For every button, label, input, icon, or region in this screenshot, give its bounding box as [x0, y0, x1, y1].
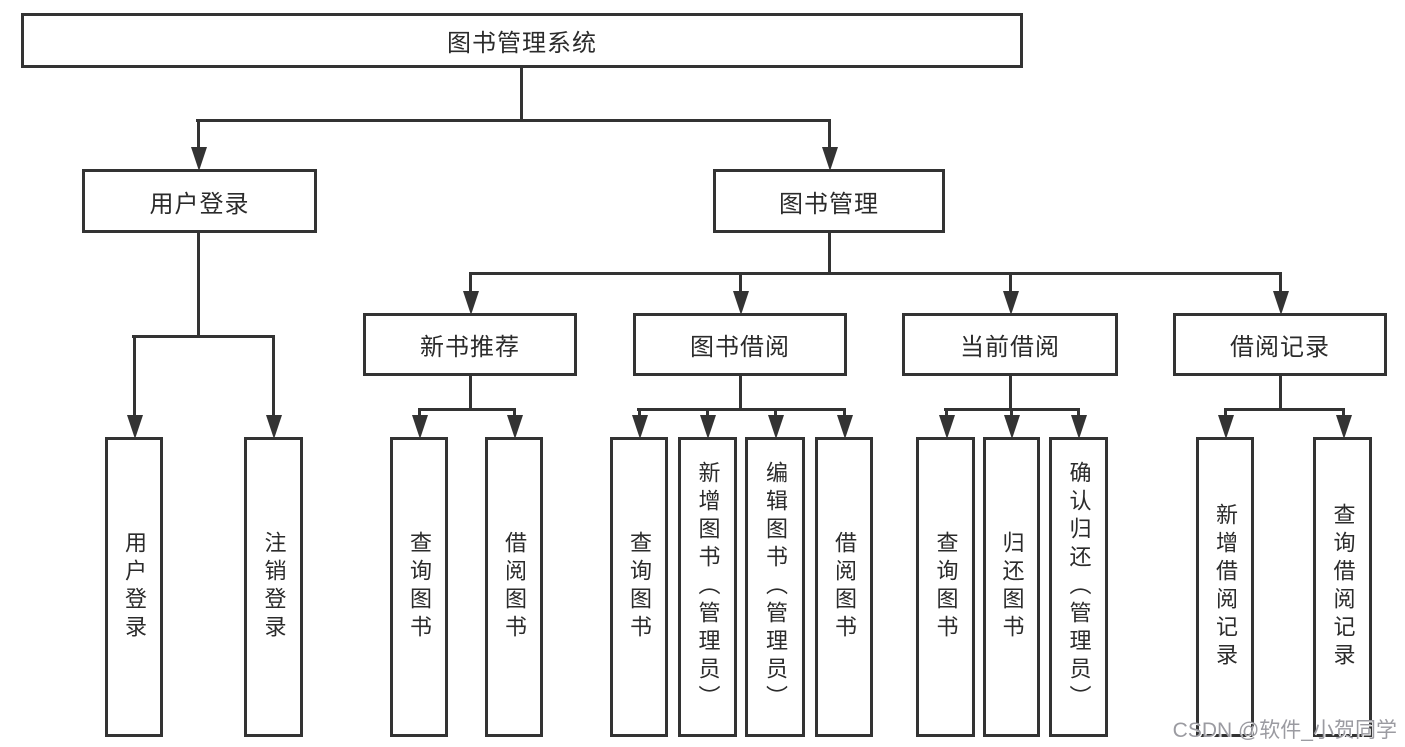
node-current-borrow-label: 当前借阅	[960, 334, 1060, 361]
arrowhead-icon	[507, 415, 523, 439]
arrowhead-icon	[1218, 415, 1234, 439]
node-leaf-newbook-query: 查询图书	[390, 437, 448, 737]
connector-line	[828, 233, 831, 274]
connector-line	[469, 272, 1282, 275]
node-leaf-current-confirm: 确认归还（管理员）	[1049, 437, 1108, 737]
node-borrow-records: 借阅记录	[1173, 313, 1387, 376]
node-current-borrow: 当前借阅	[902, 313, 1118, 376]
node-book-management-label: 图书管理	[779, 190, 879, 218]
arrowhead-icon	[1004, 415, 1020, 439]
connector-line	[739, 272, 742, 303]
node-user-login-label: 用户登录	[149, 190, 250, 218]
node-leaf-user-login: 用户登录	[105, 437, 163, 737]
node-leaf-borrow-add: 新增图书（管理员）	[678, 437, 737, 737]
connector-line	[828, 119, 831, 159]
node-leaf-borrow-add-label: 新增图书（管理员）	[695, 461, 721, 713]
connector-line	[1279, 272, 1282, 303]
connector-line	[1224, 408, 1344, 411]
node-book-borrow-label: 图书借阅	[690, 334, 790, 361]
node-leaf-newbook-borrow: 借阅图书	[485, 437, 543, 737]
node-leaf-newbook-borrow-label: 借阅图书	[502, 531, 527, 643]
node-leaf-records-add-label: 新增借阅记录	[1213, 503, 1238, 671]
connector-line	[197, 233, 200, 337]
arrowhead-icon	[768, 415, 784, 439]
arrowhead-icon	[822, 147, 838, 171]
connector-line	[197, 119, 200, 159]
arrowhead-icon	[1336, 415, 1352, 439]
arrowhead-icon	[412, 415, 428, 439]
node-book-management: 图书管理	[713, 169, 945, 233]
node-leaf-current-query-label: 查询图书	[933, 531, 959, 643]
connector-line	[418, 408, 516, 411]
connector-line	[520, 68, 523, 121]
arrowhead-icon	[939, 415, 955, 439]
node-new-book-recommend-label: 新书推荐	[420, 334, 520, 361]
node-leaf-borrow-borrow: 借阅图书	[815, 437, 873, 737]
node-leaf-records-add: 新增借阅记录	[1196, 437, 1254, 737]
connector-line	[272, 335, 275, 427]
connector-line	[1279, 376, 1282, 410]
arrowhead-icon	[1003, 291, 1019, 315]
arrowhead-icon	[1071, 415, 1087, 439]
node-leaf-records-query: 查询借阅记录	[1313, 437, 1372, 737]
node-leaf-logout-label: 注销登录	[261, 531, 287, 643]
arrowhead-icon	[700, 415, 716, 439]
node-leaf-current-query: 查询图书	[916, 437, 975, 737]
node-user-login: 用户登录	[82, 169, 317, 233]
arrowhead-icon	[191, 147, 207, 171]
node-leaf-current-return: 归还图书	[983, 437, 1040, 737]
node-leaf-current-confirm-label: 确认归还（管理员）	[1066, 461, 1092, 713]
node-root: 图书管理系统	[21, 13, 1023, 68]
node-leaf-borrow-edit-label: 编辑图书（管理员）	[763, 461, 788, 713]
node-leaf-borrow-edit: 编辑图书（管理员）	[745, 437, 805, 737]
node-new-book-recommend: 新书推荐	[363, 313, 577, 376]
node-borrow-records-label: 借阅记录	[1230, 334, 1330, 361]
node-leaf-borrow-query: 查询图书	[610, 437, 668, 737]
watermark: CSDN @软件_小贺同学	[1172, 719, 1397, 742]
connector-line	[133, 335, 136, 427]
node-root-label: 图书管理系统	[447, 30, 597, 57]
connector-line	[469, 272, 472, 303]
arrowhead-icon	[733, 291, 749, 315]
arrowhead-icon	[1273, 291, 1289, 315]
arrowhead-icon	[632, 415, 648, 439]
connector-line	[132, 335, 275, 338]
node-leaf-current-return-label: 归还图书	[999, 531, 1025, 643]
node-leaf-records-query-label: 查询借阅记录	[1330, 503, 1356, 671]
connector-line	[1009, 376, 1012, 410]
arrowhead-icon	[266, 415, 282, 439]
node-leaf-borrow-query-label: 查询图书	[627, 531, 652, 643]
connector-line	[739, 376, 742, 410]
connector-line	[469, 376, 472, 410]
arrowhead-icon	[463, 291, 479, 315]
node-leaf-newbook-query-label: 查询图书	[407, 531, 432, 643]
node-leaf-user-login-label: 用户登录	[122, 531, 147, 643]
node-leaf-borrow-borrow-label: 借阅图书	[832, 531, 857, 643]
connector-line	[196, 119, 831, 122]
connector-line	[1009, 272, 1012, 303]
node-leaf-logout: 注销登录	[244, 437, 303, 737]
node-book-borrow: 图书借阅	[633, 313, 847, 376]
arrowhead-icon	[127, 415, 143, 439]
connector-line	[637, 408, 846, 411]
arrowhead-icon	[837, 415, 853, 439]
